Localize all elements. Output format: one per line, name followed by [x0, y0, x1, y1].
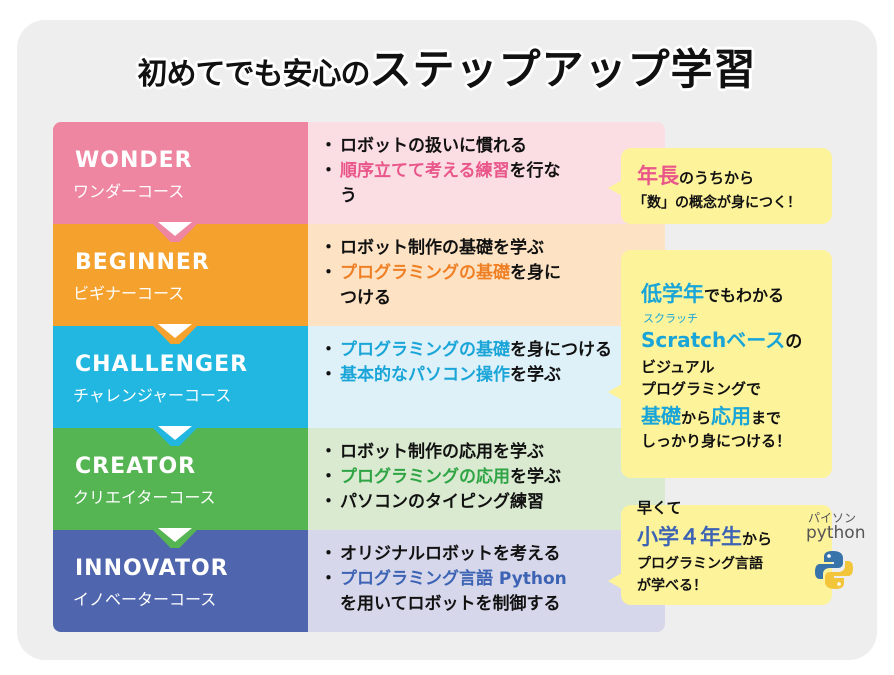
course-row-beginner: BEGINNER ビギナーコース ロボット制作の基礎を学ぶ プログラミングの基礎…	[53, 224, 665, 344]
highlight-text: 順序立てて考える練習	[340, 161, 510, 181]
ruby-text: スクラッチ	[643, 312, 698, 325]
course-name-en: WONDER	[75, 148, 193, 173]
highlight-text: 基礎	[641, 404, 681, 428]
highlight-text: プログラミング言語 Python	[340, 569, 567, 589]
highlight-text: 低学年	[641, 282, 704, 306]
arrow-down-icon	[158, 426, 192, 440]
list-item: ロボットの扱いに慣れる	[320, 134, 570, 159]
callout-bubble-kindergarten: 年長のうちから 「数」の概念が身につく！	[608, 148, 832, 224]
course-row-challenger: CHALLENGER チャレンジャーコース プログラミングの基礎を身につける 基…	[53, 326, 665, 446]
list-item: パソコンのタイピング練習	[320, 490, 561, 515]
list-item: 基本的なパソコン操作を学ぶ	[320, 363, 620, 388]
course-name-jp: ビギナーコース	[73, 284, 185, 303]
highlight-text: 小学４年生	[637, 525, 742, 549]
list-item: プログラミングの基礎を身につける	[320, 338, 620, 363]
highlight-text: プログラミングの基礎	[340, 340, 510, 360]
title-part2: ステップアップ学習	[369, 45, 757, 94]
course-name-jp: ワンダーコース	[73, 182, 185, 201]
course-name-jp: チャレンジャーコース	[73, 386, 232, 405]
course-name-en: CREATOR	[75, 454, 197, 479]
python-ruby: パイソン	[808, 511, 857, 525]
python-logo-icon	[815, 551, 853, 589]
callout-bubble-scratch: 低学年でもわかる スクラッチ Scratchベースの ビジュアル プログラミング…	[608, 250, 832, 478]
course-row-creator: CREATOR クリエイターコース ロボット制作の応用を学ぶ プログラミングの応…	[53, 428, 665, 548]
bullet-list: ロボットの扱いに慣れる 順序立てて考える練習を行なう	[320, 134, 570, 209]
highlight-text: プログラミングの応用	[340, 467, 510, 487]
arrow-down-icon	[158, 222, 192, 236]
highlight-text: 年長	[637, 164, 679, 188]
python-label: python	[806, 523, 866, 543]
course-desc-innovator: オリジナルロボットを考える プログラミング言語 Pythonを用いてロボットを制…	[308, 530, 665, 632]
bullet-list: オリジナルロボットを考える プログラミング言語 Pythonを用いてロボットを制…	[320, 542, 630, 617]
course-name-jp: イノベーターコース	[73, 590, 217, 609]
arrow-down-icon	[158, 528, 192, 542]
course-label-wonder: WONDER ワンダーコース	[53, 122, 308, 242]
list-item: 順序立てて考える練習を行なう	[320, 159, 570, 209]
callout-bubble-python: 早くて 小学４年生から プログラミング言語 が学べる！	[608, 499, 832, 605]
course-desc-wonder: ロボットの扱いに慣れる 順序立てて考える練習を行なう	[308, 122, 665, 224]
bullet-list: ロボット制作の基礎を学ぶ プログラミングの基礎を身につける	[320, 236, 570, 311]
bullet-list: ロボット制作の応用を学ぶ プログラミングの応用を学ぶ パソコンのタイピング練習	[320, 440, 561, 515]
course-row-innovator: INNOVATOR イノベーターコース オリジナルロボットを考える プログラミン…	[53, 530, 665, 632]
highlight-text: プログラミングの基礎	[340, 263, 510, 283]
page-title: 初めてでも安心のステップアップ学習	[0, 36, 894, 97]
arrow-down-icon	[158, 324, 192, 338]
course-table: WONDER ワンダーコース ロボットの扱いに慣れる 順序立てて考える練習を行な…	[53, 122, 665, 632]
course-label-creator: CREATOR クリエイターコース	[53, 428, 308, 548]
course-label-innovator: INNOVATOR イノベーターコース	[53, 530, 308, 632]
course-name-en: INNOVATOR	[75, 556, 229, 581]
title-part1: 初めてでも安心の	[137, 57, 370, 92]
highlight-text: Scratchベース	[641, 328, 786, 352]
list-item: ロボット制作の基礎を学ぶ	[320, 236, 570, 261]
list-item: オリジナルロボットを考える	[320, 542, 630, 567]
course-name-jp: クリエイターコース	[73, 488, 216, 507]
list-item: プログラミングの基礎を身につける	[320, 261, 570, 311]
list-item: ロボット制作の応用を学ぶ	[320, 440, 561, 465]
highlight-text: 応用	[711, 404, 752, 428]
course-name-en: BEGINNER	[75, 250, 210, 275]
course-desc-challenger: プログラミングの基礎を身につける 基本的なパソコン操作を学ぶ	[308, 326, 665, 428]
highlight-text: 基本的なパソコン操作	[340, 365, 510, 385]
bullet-list: プログラミングの基礎を身につける 基本的なパソコン操作を学ぶ	[320, 338, 620, 388]
course-row-wonder: WONDER ワンダーコース ロボットの扱いに慣れる 順序立てて考える練習を行な…	[53, 122, 665, 242]
list-item: プログラミングの応用を学ぶ	[320, 465, 561, 490]
course-name-en: CHALLENGER	[75, 352, 249, 377]
course-desc-beginner: ロボット制作の基礎を学ぶ プログラミングの基礎を身につける	[308, 224, 665, 326]
course-desc-creator: ロボット制作の応用を学ぶ プログラミングの応用を学ぶ パソコンのタイピング練習	[308, 428, 665, 530]
python-badge: パイソン python	[806, 511, 866, 605]
